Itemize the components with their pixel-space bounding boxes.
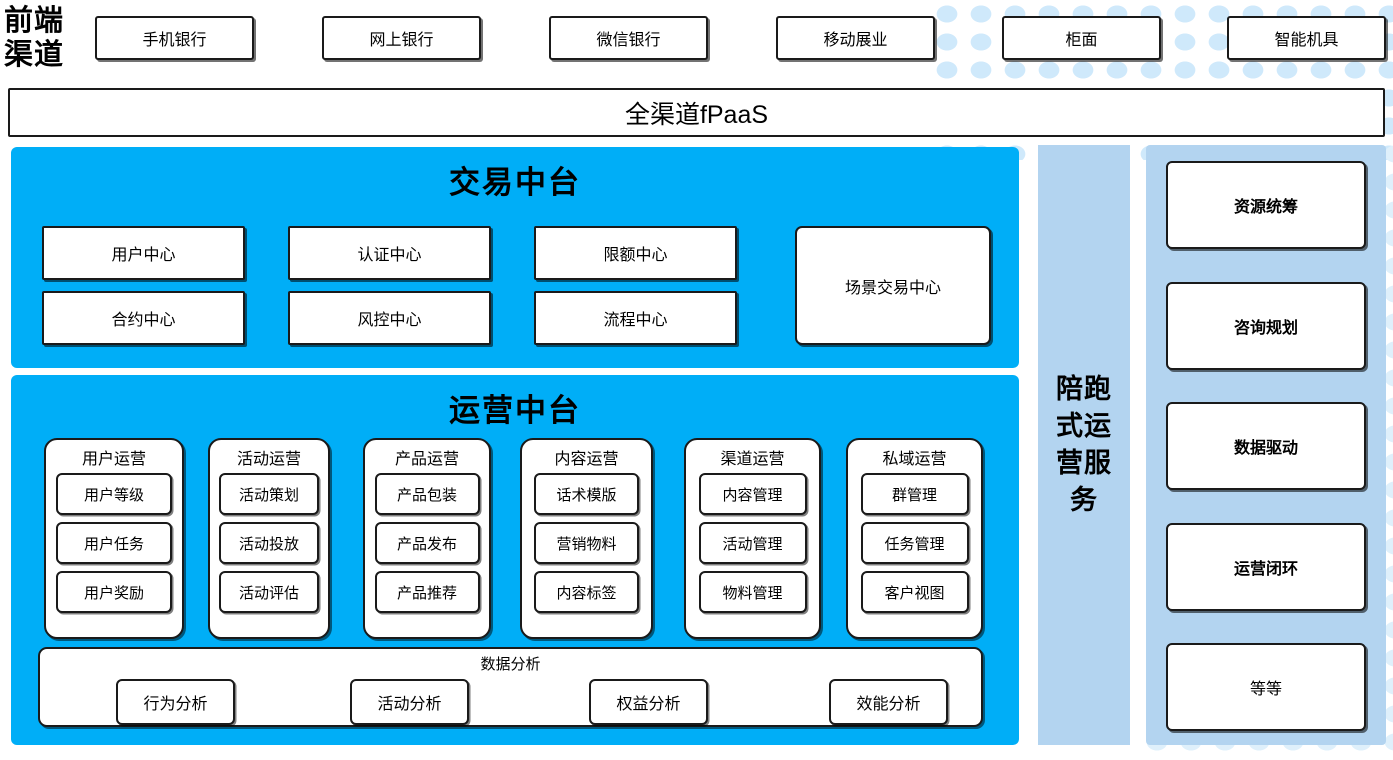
data-analysis-item[interactable]: 权益分析 bbox=[589, 679, 708, 725]
op-column-channel-operation: 渠道运营 内容管理 活动管理 物料管理 bbox=[684, 438, 821, 639]
op-item[interactable]: 群管理 bbox=[860, 473, 969, 515]
data-analysis-card: 数据分析 行为分析 活动分析 权益分析 效能分析 bbox=[38, 647, 983, 727]
tx-box-label: 限额中心 bbox=[603, 247, 668, 264]
op-item[interactable]: 活动策划 bbox=[219, 473, 319, 515]
op-column-title: 内容运营 bbox=[554, 451, 619, 468]
op-item[interactable]: 活动管理 bbox=[698, 522, 807, 564]
channel-label: 微信银行 bbox=[596, 32, 661, 49]
op-item[interactable]: 内容标签 bbox=[534, 571, 639, 613]
op-column-title: 用户运营 bbox=[81, 451, 146, 468]
data-analysis-item[interactable]: 行为分析 bbox=[116, 679, 235, 725]
op-column-content-operation: 内容运营 话术模版 营销物料 内容标签 bbox=[520, 438, 653, 639]
data-analysis-item[interactable]: 活动分析 bbox=[350, 679, 469, 725]
op-column-activity-operation: 活动运营 活动策划 活动投放 活动评估 bbox=[208, 438, 330, 639]
op-column-product-operation: 产品运营 产品包装 产品发布 产品推荐 bbox=[363, 438, 491, 639]
op-item[interactable]: 活动投放 bbox=[219, 522, 319, 564]
tx-box-label: 场景交易中心 bbox=[844, 279, 941, 297]
capability-box-data-driven[interactable]: 数据驱动 bbox=[1166, 402, 1366, 490]
tx-box-risk-center[interactable]: 风控中心 bbox=[288, 291, 491, 345]
tx-box-scene-transaction-center[interactable]: 场景交易中心 bbox=[795, 226, 991, 345]
channel-box-wechat-bank[interactable]: 微信银行 bbox=[549, 16, 708, 60]
channel-label: 移动展业 bbox=[823, 32, 888, 49]
op-item[interactable]: 内容管理 bbox=[698, 473, 807, 515]
service-column-label: 陪跑 式运 营服 务 bbox=[1056, 374, 1112, 515]
tx-box-label: 用户中心 bbox=[111, 247, 176, 264]
frontend-label-line-1: 前端 bbox=[4, 5, 65, 37]
capability-box-operation-closed-loop[interactable]: 运营闭环 bbox=[1166, 522, 1366, 611]
op-item[interactable]: 营销物料 bbox=[534, 522, 639, 564]
op-column-title: 渠道运营 bbox=[720, 451, 785, 468]
op-column-title: 活动运营 bbox=[236, 451, 301, 468]
capability-panel: 资源统筹 咨询规划 数据驱动 运营闭环 等等 bbox=[1146, 145, 1386, 745]
capability-box-resource-coordination[interactable]: 资源统筹 bbox=[1166, 161, 1366, 249]
op-item[interactable]: 任务管理 bbox=[860, 522, 969, 564]
service-column-panel: 陪跑 式运 营服 务 bbox=[1038, 145, 1130, 745]
op-item[interactable]: 客户视图 bbox=[860, 571, 969, 613]
op-column-title: 产品运营 bbox=[394, 451, 459, 468]
operation-center-panel: 运营中台 用户运营 用户等级 用户任务 用户奖励 活动运营 活动策划 活动投放 … bbox=[11, 375, 1019, 745]
channel-box-mobile-bank[interactable]: 手机银行 bbox=[95, 16, 254, 60]
op-item[interactable]: 产品发布 bbox=[374, 522, 480, 564]
op-item[interactable]: 用户奖励 bbox=[56, 571, 172, 613]
tx-box-contract-center[interactable]: 合约中心 bbox=[42, 291, 245, 345]
frontend-channel-label: 前端 渠道 bbox=[4, 2, 90, 74]
channel-box-smart-machine[interactable]: 智能机具 bbox=[1227, 16, 1386, 60]
transaction-center-panel: 交易中台 用户中心 认证中心 限额中心 合约中心 风控中心 流程中心 场景交易中… bbox=[11, 147, 1019, 368]
op-item[interactable]: 产品推荐 bbox=[374, 571, 480, 613]
tx-box-limit-center[interactable]: 限额中心 bbox=[534, 226, 737, 280]
op-column-user-operation: 用户运营 用户等级 用户任务 用户奖励 bbox=[44, 438, 184, 639]
tx-box-label: 流程中心 bbox=[603, 312, 668, 329]
channel-box-mobile-business[interactable]: 移动展业 bbox=[776, 16, 935, 60]
op-item[interactable]: 话术模版 bbox=[534, 473, 639, 515]
channel-label: 智能机具 bbox=[1274, 32, 1339, 49]
frontend-label-line-2: 渠道 bbox=[4, 39, 65, 71]
fpaas-label: 全渠道fPaaS bbox=[624, 100, 769, 129]
op-item[interactable]: 物料管理 bbox=[698, 571, 807, 613]
data-analysis-item[interactable]: 效能分析 bbox=[829, 679, 948, 725]
channel-box-counter[interactable]: 柜面 bbox=[1002, 16, 1161, 60]
channel-box-online-bank[interactable]: 网上银行 bbox=[322, 16, 481, 60]
op-column-title: 私域运营 bbox=[882, 451, 947, 468]
tx-box-label: 合约中心 bbox=[111, 312, 176, 329]
channel-label: 柜面 bbox=[1065, 32, 1098, 49]
op-item[interactable]: 活动评估 bbox=[219, 571, 319, 613]
op-item[interactable]: 产品包装 bbox=[374, 473, 480, 515]
capability-box-consulting-planning[interactable]: 咨询规划 bbox=[1166, 281, 1366, 370]
op-item[interactable]: 用户等级 bbox=[56, 473, 172, 515]
tx-box-user-center[interactable]: 用户中心 bbox=[42, 226, 245, 280]
tx-box-auth-center[interactable]: 认证中心 bbox=[288, 226, 491, 280]
operation-center-title: 运营中台 bbox=[449, 393, 581, 428]
op-item[interactable]: 用户任务 bbox=[56, 522, 172, 564]
tx-box-process-center[interactable]: 流程中心 bbox=[534, 291, 737, 345]
data-analysis-title: 数据分析 bbox=[480, 656, 541, 673]
tx-box-label: 认证中心 bbox=[357, 247, 422, 264]
transaction-center-title: 交易中台 bbox=[449, 165, 581, 200]
op-column-private-domain-operation: 私域运营 群管理 任务管理 客户视图 bbox=[846, 438, 983, 639]
capability-box-etc[interactable]: 等等 bbox=[1166, 643, 1366, 731]
tx-box-label: 风控中心 bbox=[357, 312, 422, 329]
channel-label: 网上银行 bbox=[369, 32, 434, 49]
channel-label: 手机银行 bbox=[142, 32, 207, 49]
fpaas-bar[interactable]: 全渠道fPaaS bbox=[8, 88, 1385, 137]
